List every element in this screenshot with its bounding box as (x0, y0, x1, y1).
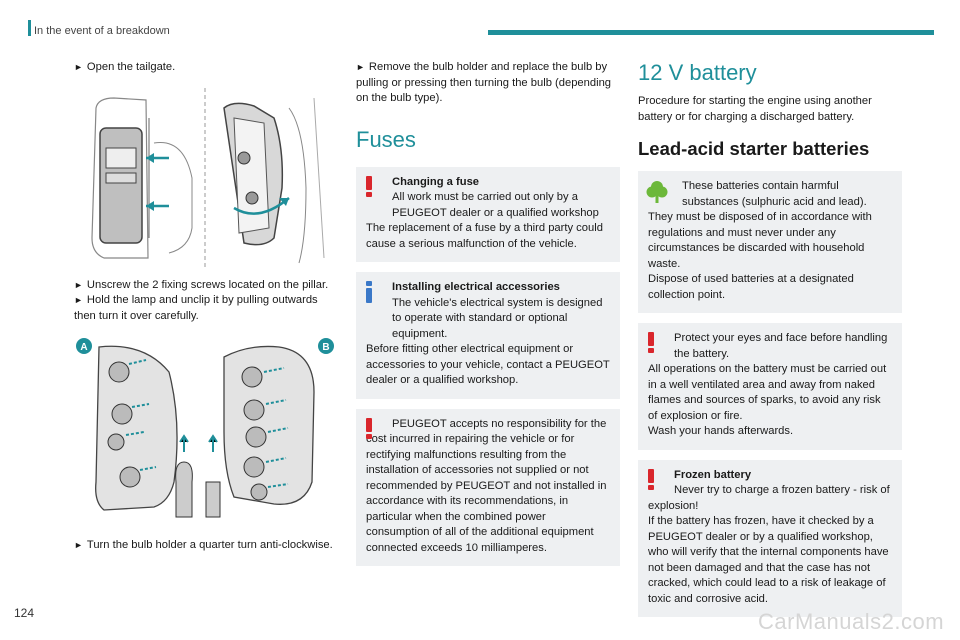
box-text: These batteries contain harmful substanc… (682, 180, 867, 208)
box-text: PEUGEOT accepts no responsibility for th… (366, 417, 607, 554)
box-text: The replacement of a fuse by a third par… (366, 222, 603, 250)
box-text: They must be disposed of in accordance w… (648, 211, 872, 270)
info-box-electrical-accessories: Installing electrical accessories The ve… (356, 272, 620, 399)
box-text: Before fitting other electrical equipmen… (366, 343, 610, 386)
column-3: 12 V battery Procedure for starting the … (638, 60, 902, 617)
triangle-right-icon: ► (356, 62, 365, 72)
section-title-battery: 12 V battery (638, 60, 757, 85)
step-unclip: ►Hold the lamp and unclip it by pulling … (74, 294, 318, 322)
box-title: Changing a fuse (392, 175, 480, 188)
box-text: The vehicle's electrical system is desig… (392, 296, 603, 340)
box-text: Dispose of used batteries at a designate… (648, 273, 854, 301)
box-text: If the battery has frozen, have it check… (648, 515, 889, 605)
column-1: ►Open the tailgate. (74, 60, 336, 554)
exclamation-icon (648, 468, 654, 490)
header-accent-bar (488, 30, 934, 35)
warning-box-changing-fuse: Changing a fuse All work must be carried… (356, 166, 620, 262)
warning-box-responsibility: PEUGEOT accepts no responsibility for th… (356, 408, 620, 566)
step-open-tailgate: ►Open the tailgate. (74, 61, 176, 73)
exclamation-icon (366, 417, 372, 439)
triangle-right-icon: ► (74, 62, 83, 72)
box-text: Wash your hands afterwards. (648, 425, 794, 437)
info-icon (366, 281, 372, 303)
figure-tail-lamp-removal (74, 87, 336, 268)
column-2: ►Remove the bulb holder and replace the … (356, 60, 620, 566)
figure-bulb-holders: A B (74, 332, 336, 524)
triangle-right-icon: ► (74, 279, 83, 290)
section-header: In the event of a breakdown (34, 25, 170, 37)
triangle-right-icon: ► (74, 295, 83, 305)
watermark: CarManuals2.com (758, 609, 945, 634)
battery-intro: Procedure for starting the engine using … (638, 95, 872, 123)
step-turn-bulb-holder: ►Turn the bulb holder a quarter turn ant… (74, 539, 333, 551)
step-remove-bulb-holder: ►Remove the bulb holder and replace the … (356, 61, 612, 104)
page-number: 124 (14, 606, 35, 620)
exclamation-icon (648, 332, 654, 353)
section-title-fuses: Fuses (356, 126, 416, 152)
subsection-title-lead-acid: Lead-acid starter batteries (638, 138, 870, 159)
box-title: Installing electrical accessories (392, 281, 560, 293)
box-text: All work must be carried out only by a P… (392, 191, 599, 219)
box-text: Never try to charge a frozen battery - r… (648, 484, 890, 512)
box-text: All operations on the battery must be ca… (648, 363, 887, 422)
eco-box-disposal: These batteries contain harmful substanc… (638, 171, 902, 313)
step-unscrew: ►Unscrew the 2 fixing screws located on … (74, 278, 329, 291)
tree-icon (646, 181, 668, 203)
exclamation-icon (366, 175, 372, 197)
header-accent-tab (28, 20, 31, 36)
warning-box-frozen-battery: Frozen battery Never try to charge a fro… (638, 459, 902, 617)
box-text: Protect your eyes and face before handli… (674, 332, 888, 360)
box-title: Frozen battery (674, 468, 752, 481)
figure-label-b: B (322, 342, 329, 353)
warning-box-protect-eyes: Protect your eyes and face before handli… (638, 323, 902, 450)
triangle-right-icon: ► (74, 540, 83, 550)
figure-label-a: A (80, 342, 87, 353)
